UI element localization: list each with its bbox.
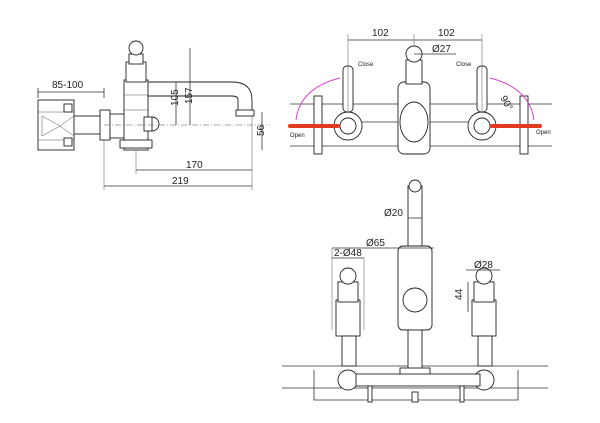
dim-back-1: Ø20 [384, 208, 403, 219]
label-angle: 90° [497, 94, 514, 113]
dim-side-4: 56 [256, 124, 267, 136]
dim-side-1: 85-100 [52, 80, 84, 91]
label-open-right: Open [536, 130, 551, 136]
dim-side-3: 157 [184, 87, 195, 104]
dim-back-4: Ø28 [474, 260, 493, 271]
dim-front-1: 102 [372, 28, 389, 39]
dim-side-5: 170 [186, 160, 203, 171]
arc-right [489, 77, 535, 121]
arc-left [295, 77, 341, 121]
dim-front-3: Ø27 [432, 44, 451, 55]
side-view: 85-100 105 157 56 170 219 [37, 40, 270, 190]
dim-back-5: 44 [454, 288, 465, 300]
dim-back-2: Ø65 [366, 238, 385, 249]
label-close-right: Close [456, 62, 472, 68]
front-view: 102 102 Ø27 Close Close Open Open 90° [288, 28, 552, 155]
back-view: Ø20 Ø65 2-Ø48 Ø28 44 [282, 179, 548, 403]
dim-side-2: 105 [170, 89, 181, 106]
label-close-left: Close [358, 62, 374, 68]
dim-back-3: 2-Ø48 [334, 248, 362, 259]
dim-side-6: 219 [172, 176, 189, 187]
label-open-left: Open [290, 133, 305, 139]
dim-front-2: 102 [438, 28, 455, 39]
